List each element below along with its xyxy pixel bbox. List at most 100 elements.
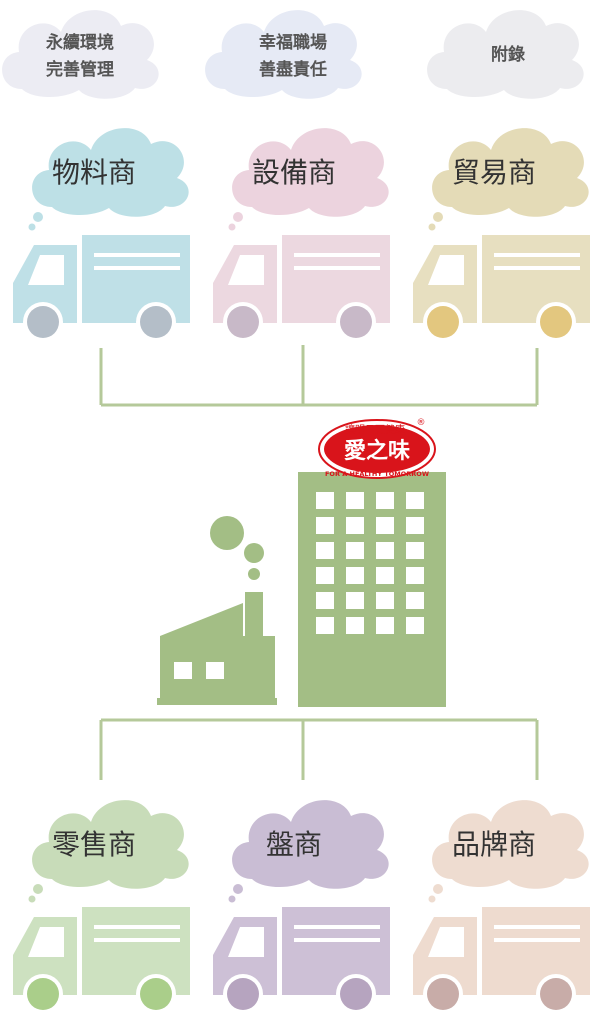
office-window: [406, 492, 424, 509]
thought-bubble: [233, 212, 243, 222]
truck-stripe: [294, 266, 380, 270]
truck-stripe: [494, 925, 580, 929]
truck-label: 設備商: [252, 156, 336, 189]
truck-distributors: 盤商: [213, 800, 390, 1013]
truck-trading: 貿易商: [413, 128, 590, 342]
office-window: [376, 567, 394, 584]
office-window: [406, 592, 424, 609]
nav-label: 幸福職場: [259, 32, 327, 53]
truck-label: 貿易商: [452, 156, 536, 189]
thought-bubble: [233, 884, 243, 894]
wheel: [140, 306, 172, 338]
office-window: [346, 517, 364, 534]
truck-cargo: [282, 235, 390, 323]
wheel: [27, 306, 59, 338]
wheel: [227, 306, 259, 338]
thought-bubble: [29, 224, 36, 231]
truck-cargo: [282, 907, 390, 995]
smoke-puff: [248, 568, 260, 580]
office-window: [346, 617, 364, 634]
factory-ground: [157, 698, 277, 705]
wheel: [227, 978, 259, 1010]
thought-bubble: [33, 212, 43, 222]
truck-cargo: [482, 907, 590, 995]
factory-window: [206, 662, 224, 679]
nav-label: 完善管理: [46, 59, 114, 80]
truck-stripe: [94, 938, 180, 942]
truck-retailers: 零售商: [13, 800, 190, 1013]
smoke-puff: [244, 543, 264, 563]
office-window: [346, 492, 364, 509]
office-window: [316, 517, 334, 534]
office-window: [406, 517, 424, 534]
office-window: [406, 617, 424, 634]
truck-cargo: [82, 907, 190, 995]
thought-bubble: [229, 224, 236, 231]
chimney: [245, 592, 263, 636]
wheel: [540, 978, 572, 1010]
nav-item-appendix[interactable]: 附錄: [427, 10, 584, 99]
logo-brand-name: 愛之味: [344, 438, 410, 464]
wheel: [140, 978, 172, 1010]
truck-equipment: 設備商: [213, 128, 390, 342]
nav-label: 附錄: [491, 44, 525, 65]
office-window: [376, 617, 394, 634]
brand-logo: 讓明日更健康 ® 愛之味 FOR A HEALTHY TOMORROW: [319, 418, 435, 478]
office-window: [376, 517, 394, 534]
office-window: [316, 542, 334, 559]
logo-tagline: FOR A HEALTHY TOMORROW: [325, 470, 429, 478]
truck-stripe: [494, 253, 580, 257]
truck-materials: 物料商: [13, 128, 190, 342]
wheel: [27, 978, 59, 1010]
thought-bubble: [429, 224, 436, 231]
office-window: [406, 567, 424, 584]
truck-label: 盤商: [266, 828, 322, 861]
office-window: [316, 592, 334, 609]
logo-registered-mark: ®: [417, 418, 426, 428]
truck-label: 零售商: [52, 828, 136, 861]
office-window: [376, 542, 394, 559]
truck-brand-owners: 品牌商: [413, 800, 590, 1013]
truck-label: 物料商: [52, 156, 136, 189]
office-window: [346, 592, 364, 609]
logo-slogan: 讓明日更健康: [345, 423, 405, 436]
office-window: [316, 492, 334, 509]
truck-label: 品牌商: [452, 828, 536, 861]
office-window: [316, 617, 334, 634]
thought-bubble: [29, 896, 36, 903]
truck-cargo: [482, 235, 590, 323]
truck-stripe: [94, 925, 180, 929]
thought-bubble: [429, 896, 436, 903]
wheel: [540, 306, 572, 338]
truck-stripe: [294, 253, 380, 257]
truck-stripe: [494, 938, 580, 942]
truck-stripe: [494, 266, 580, 270]
factory-window: [174, 662, 192, 679]
wheel: [340, 978, 372, 1010]
thought-bubble: [433, 884, 443, 894]
truck-stripe: [94, 253, 180, 257]
office-window: [316, 567, 334, 584]
nav-label: 永續環境: [45, 32, 114, 53]
truck-stripe: [294, 925, 380, 929]
office-window: [406, 542, 424, 559]
wheel: [427, 978, 459, 1010]
office-window: [346, 542, 364, 559]
thought-bubble: [33, 884, 43, 894]
office-building-icon: [298, 472, 446, 707]
nav-label: 善盡責任: [259, 59, 327, 80]
truck-cargo: [82, 235, 190, 323]
office-window: [376, 592, 394, 609]
cloud-shape: [2, 10, 159, 99]
thought-bubble: [433, 212, 443, 222]
thought-bubble: [229, 896, 236, 903]
wheel: [427, 306, 459, 338]
truck-stripe: [294, 938, 380, 942]
office-window: [376, 492, 394, 509]
wheel: [340, 306, 372, 338]
truck-stripe: [94, 266, 180, 270]
factory-icon: [157, 516, 277, 705]
